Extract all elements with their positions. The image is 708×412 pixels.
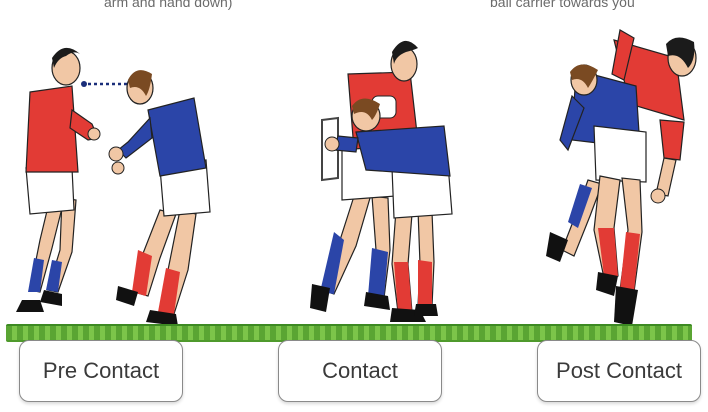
attacker-figure-1 <box>16 48 100 312</box>
post-contact-scene <box>546 30 696 326</box>
phase-label-pre-contact: Pre Contact <box>19 340 183 402</box>
phase-label-post-contact: Post Contact <box>537 340 701 402</box>
defender-figure-3 <box>560 64 646 326</box>
phase-label-contact: Contact <box>278 340 442 402</box>
pre-contact-scene <box>16 48 210 326</box>
defender-figure-1 <box>109 70 210 326</box>
contact-scene <box>310 41 452 322</box>
